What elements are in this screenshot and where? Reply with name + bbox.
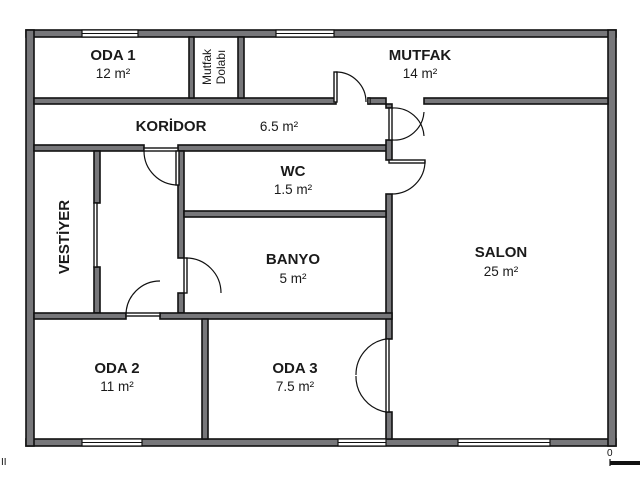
door-mutfak: [333, 71, 371, 105]
wall-oda2-oda3: [201, 318, 209, 440]
vestiyer-closet: [93, 202, 98, 268]
window-oda3: [337, 438, 387, 447]
doors: [93, 71, 426, 413]
room-salon-name: SALON: [475, 244, 528, 261]
door-vestiyer: [143, 147, 180, 186]
room-oda1-area: 12 m²: [96, 66, 131, 81]
room-oda2-name: ODA 2: [94, 360, 139, 377]
scale-bar-fill: [610, 461, 640, 465]
room-oda1-name: ODA 1: [90, 47, 135, 64]
door-wc: [388, 159, 426, 195]
window-mutfak: [275, 29, 335, 38]
wall-corridor-bottom-a: [33, 144, 145, 152]
window-salon: [457, 438, 551, 447]
wall-salon-left-b: [385, 139, 393, 161]
room-oda3-name: ODA 3: [272, 360, 317, 377]
room-mutfak-name: MUTFAK: [389, 47, 452, 64]
window-oda2: [81, 438, 143, 447]
wall-top-rooms-bottom-left: [33, 97, 337, 105]
exterior-wall-right: [607, 29, 617, 447]
wall-dolap-mutfak: [237, 36, 245, 99]
wall-vestiyer-lower: [93, 266, 101, 314]
room-wc-name: WC: [281, 163, 306, 180]
wall-top-rooms-bottom-right-a: [367, 97, 387, 105]
door-oda3-salon: [355, 338, 390, 413]
room-labels: ODA 1 12 m² Mutfak Dolabı MUTFAK 14 m² K…: [56, 47, 527, 394]
room-oda3-area: 7.5 m²: [276, 379, 315, 394]
wall-oda2-top-b: [159, 312, 393, 320]
room-koridor-name: KORİDOR: [136, 118, 207, 135]
door-banyo: [183, 257, 222, 294]
room-vestiyer-name: VESTİYER: [56, 200, 73, 274]
room-mutfak-area: 14 m²: [403, 66, 438, 81]
left-edge-mark: II: [1, 457, 7, 468]
wall-salon-left-d: [385, 411, 393, 440]
wall-top-rooms-bottom-right-b: [423, 97, 609, 105]
wall-oda2-top-a: [33, 312, 127, 320]
door-salon-upper: [388, 107, 425, 141]
window-oda1: [81, 29, 139, 38]
wall-vestiyer-upper: [93, 150, 101, 204]
scale-zero-label: 0: [607, 448, 613, 459]
windows: [81, 29, 551, 447]
room-koridor-area: 6.5 m²: [260, 119, 299, 134]
room-wc-area: 1.5 m²: [274, 182, 313, 197]
walls: [25, 29, 617, 447]
scale-bar: 0: [607, 448, 640, 466]
room-mutfak-dolabi-line2: Dolabı: [214, 50, 228, 85]
wall-oda1-dolap: [188, 36, 195, 99]
room-banyo-area: 5 m²: [280, 271, 308, 286]
door-oda2: [125, 280, 161, 317]
exterior-wall-left: [25, 29, 35, 447]
room-banyo-name: BANYO: [266, 251, 321, 268]
wall-wc-banyo-left-b: [177, 292, 185, 314]
wall-wc-banyo: [183, 210, 387, 218]
wall-wc-banyo-left-a: [177, 150, 185, 259]
room-oda2-area: 11 m²: [100, 379, 134, 394]
room-mutfak-dolabi-line1: Mutfak: [200, 48, 214, 85]
wall-corridor-bottom-b: [177, 144, 391, 152]
room-salon-area: 25 m²: [484, 264, 519, 279]
